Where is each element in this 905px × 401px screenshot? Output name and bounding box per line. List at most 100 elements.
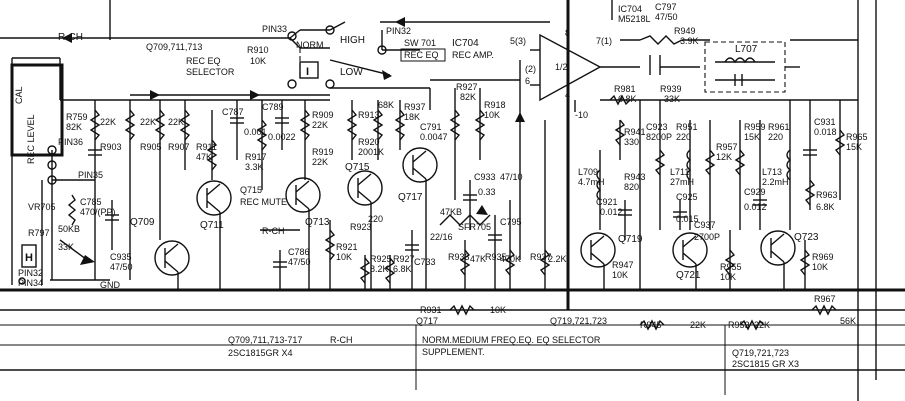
c785-value: 470/(PP) [80, 207, 116, 217]
minus10-label: -10 [575, 110, 588, 120]
r959-label: R959 [744, 122, 766, 132]
q723-label: Q723 [794, 232, 819, 243]
c935-value: 47/50 [110, 262, 133, 272]
c925-label: C925 [676, 192, 698, 202]
r927b-label: R927 [456, 82, 478, 92]
pin34-label: PIN34 [18, 278, 43, 288]
pin33-label: PIN33 [262, 24, 287, 34]
r937b-label: R937 [404, 102, 426, 112]
pin35-label: PIN35 [78, 170, 103, 180]
r951-value: 220 [676, 132, 691, 142]
r927-value: 6.8K [393, 264, 412, 274]
r937-label: R937 [530, 252, 552, 262]
pin4-label: 4 [565, 90, 570, 100]
q717b-label: Q717 [416, 316, 438, 326]
r905-value: 22K [140, 117, 156, 127]
pin6-label: 6 [525, 76, 530, 86]
labels: R-CH PIN33 PIN32 Q709,711,713 R910 10K R… [14, 2, 868, 369]
selector-box-label: I [306, 66, 309, 78]
low-label: LOW [340, 67, 363, 78]
r965-value: 15K [846, 142, 862, 152]
vr705-value: 50KB [58, 224, 80, 234]
c791-value: 0.0047 [420, 132, 448, 142]
r941-label: R941 [624, 127, 646, 137]
c785-label: C785 [80, 197, 102, 207]
r937b-value: 18K [404, 112, 420, 122]
c929-label: C929 [744, 187, 766, 197]
q715-label: Q715 [345, 162, 370, 173]
r921-label: R921 [336, 242, 358, 252]
r911-label: R911 [196, 142, 217, 152]
l713-label: L713 [762, 167, 782, 177]
sw701-label: SW 701 [404, 38, 436, 48]
r797-label: R797 [28, 228, 50, 238]
sfr705-label: SFR705 [458, 222, 491, 232]
h-box-label: H [25, 252, 33, 264]
q-type-label: 2SC1815GR X4 [228, 348, 293, 358]
r925-value: 8.2K [370, 264, 389, 274]
q-list-label: Q709,711,713 [146, 42, 202, 52]
r969-value: 10K [812, 262, 828, 272]
r927-label: R927 [393, 254, 415, 264]
c795-label: C795 [500, 217, 522, 227]
r759-label: R759 [66, 112, 88, 122]
r963-value: 6.8K [816, 202, 835, 212]
r910-value: 10K [250, 56, 266, 66]
r959-value: 15K [744, 132, 760, 142]
amp-stage-components [346, 100, 438, 290]
r945-value: 22K [690, 320, 706, 330]
r967-value: 56K [840, 316, 856, 326]
l711-value: 27mH [670, 177, 694, 187]
m5218l-label: M5218L [618, 14, 651, 24]
r920-label: R920 [358, 137, 380, 147]
c787-value: 0.001 [244, 127, 267, 137]
r909-label: R909 [312, 110, 334, 120]
sfr705-value: 47KB [440, 207, 462, 217]
r937-value: 2.2K [548, 254, 567, 264]
r949-label: R949 [674, 26, 696, 36]
ic704b-label: IC704 [618, 4, 642, 14]
r941-value: 330 [624, 137, 639, 147]
pin36-label: PIN36 [58, 137, 83, 147]
r963-label: R963 [816, 190, 838, 200]
rec-level-block [10, 63, 110, 285]
r913-label: R913 [358, 110, 380, 120]
r981-label: R981 [614, 84, 636, 94]
r957-label: R957 [716, 142, 738, 152]
l711-label: L711 [670, 167, 689, 177]
r939-label: R939 [660, 84, 682, 94]
c929-value: 0.012 [744, 202, 767, 212]
c923-value: 8200P [646, 132, 672, 142]
high-label: HIGH [340, 35, 365, 46]
c937-value: 2700P [694, 232, 720, 242]
q721-label: Q721 [676, 270, 701, 281]
q713-label: Q713 [305, 217, 330, 228]
c791-label: C791 [420, 122, 442, 132]
pin32b-label: PIN32 [18, 268, 43, 278]
op-amp-ic704 [530, 33, 710, 112]
r905-label: R905 [140, 142, 162, 152]
r917-value: 3.3K [245, 162, 264, 172]
r917-label: R917 [245, 152, 267, 162]
r919-label: R919 [312, 147, 334, 157]
r925-label: R925 [370, 254, 392, 264]
l709-value: 4.7mH [578, 177, 605, 187]
c797-value: 47/50 [655, 12, 678, 22]
c937-label: C937 [694, 220, 716, 230]
q719-label: Q719 [618, 234, 643, 245]
r759-value: 82K [66, 122, 82, 132]
r947-label: R947 [612, 260, 634, 270]
c931-label: C931 [814, 117, 836, 127]
r933-label: R933 [448, 252, 470, 262]
r931-label: R931 [420, 305, 442, 315]
rec-level-label: REC LEVEL [26, 114, 36, 164]
r918-value: 10K [484, 110, 500, 120]
norm-label: NORM [296, 40, 324, 50]
r933-value: 47K [470, 254, 486, 264]
l709-label: L709 [578, 167, 598, 177]
r909-value: 22K [312, 120, 328, 130]
r913-value: 68K [378, 100, 394, 110]
r931-value: 10K [490, 305, 506, 315]
half-label: 1/2 [555, 62, 568, 72]
